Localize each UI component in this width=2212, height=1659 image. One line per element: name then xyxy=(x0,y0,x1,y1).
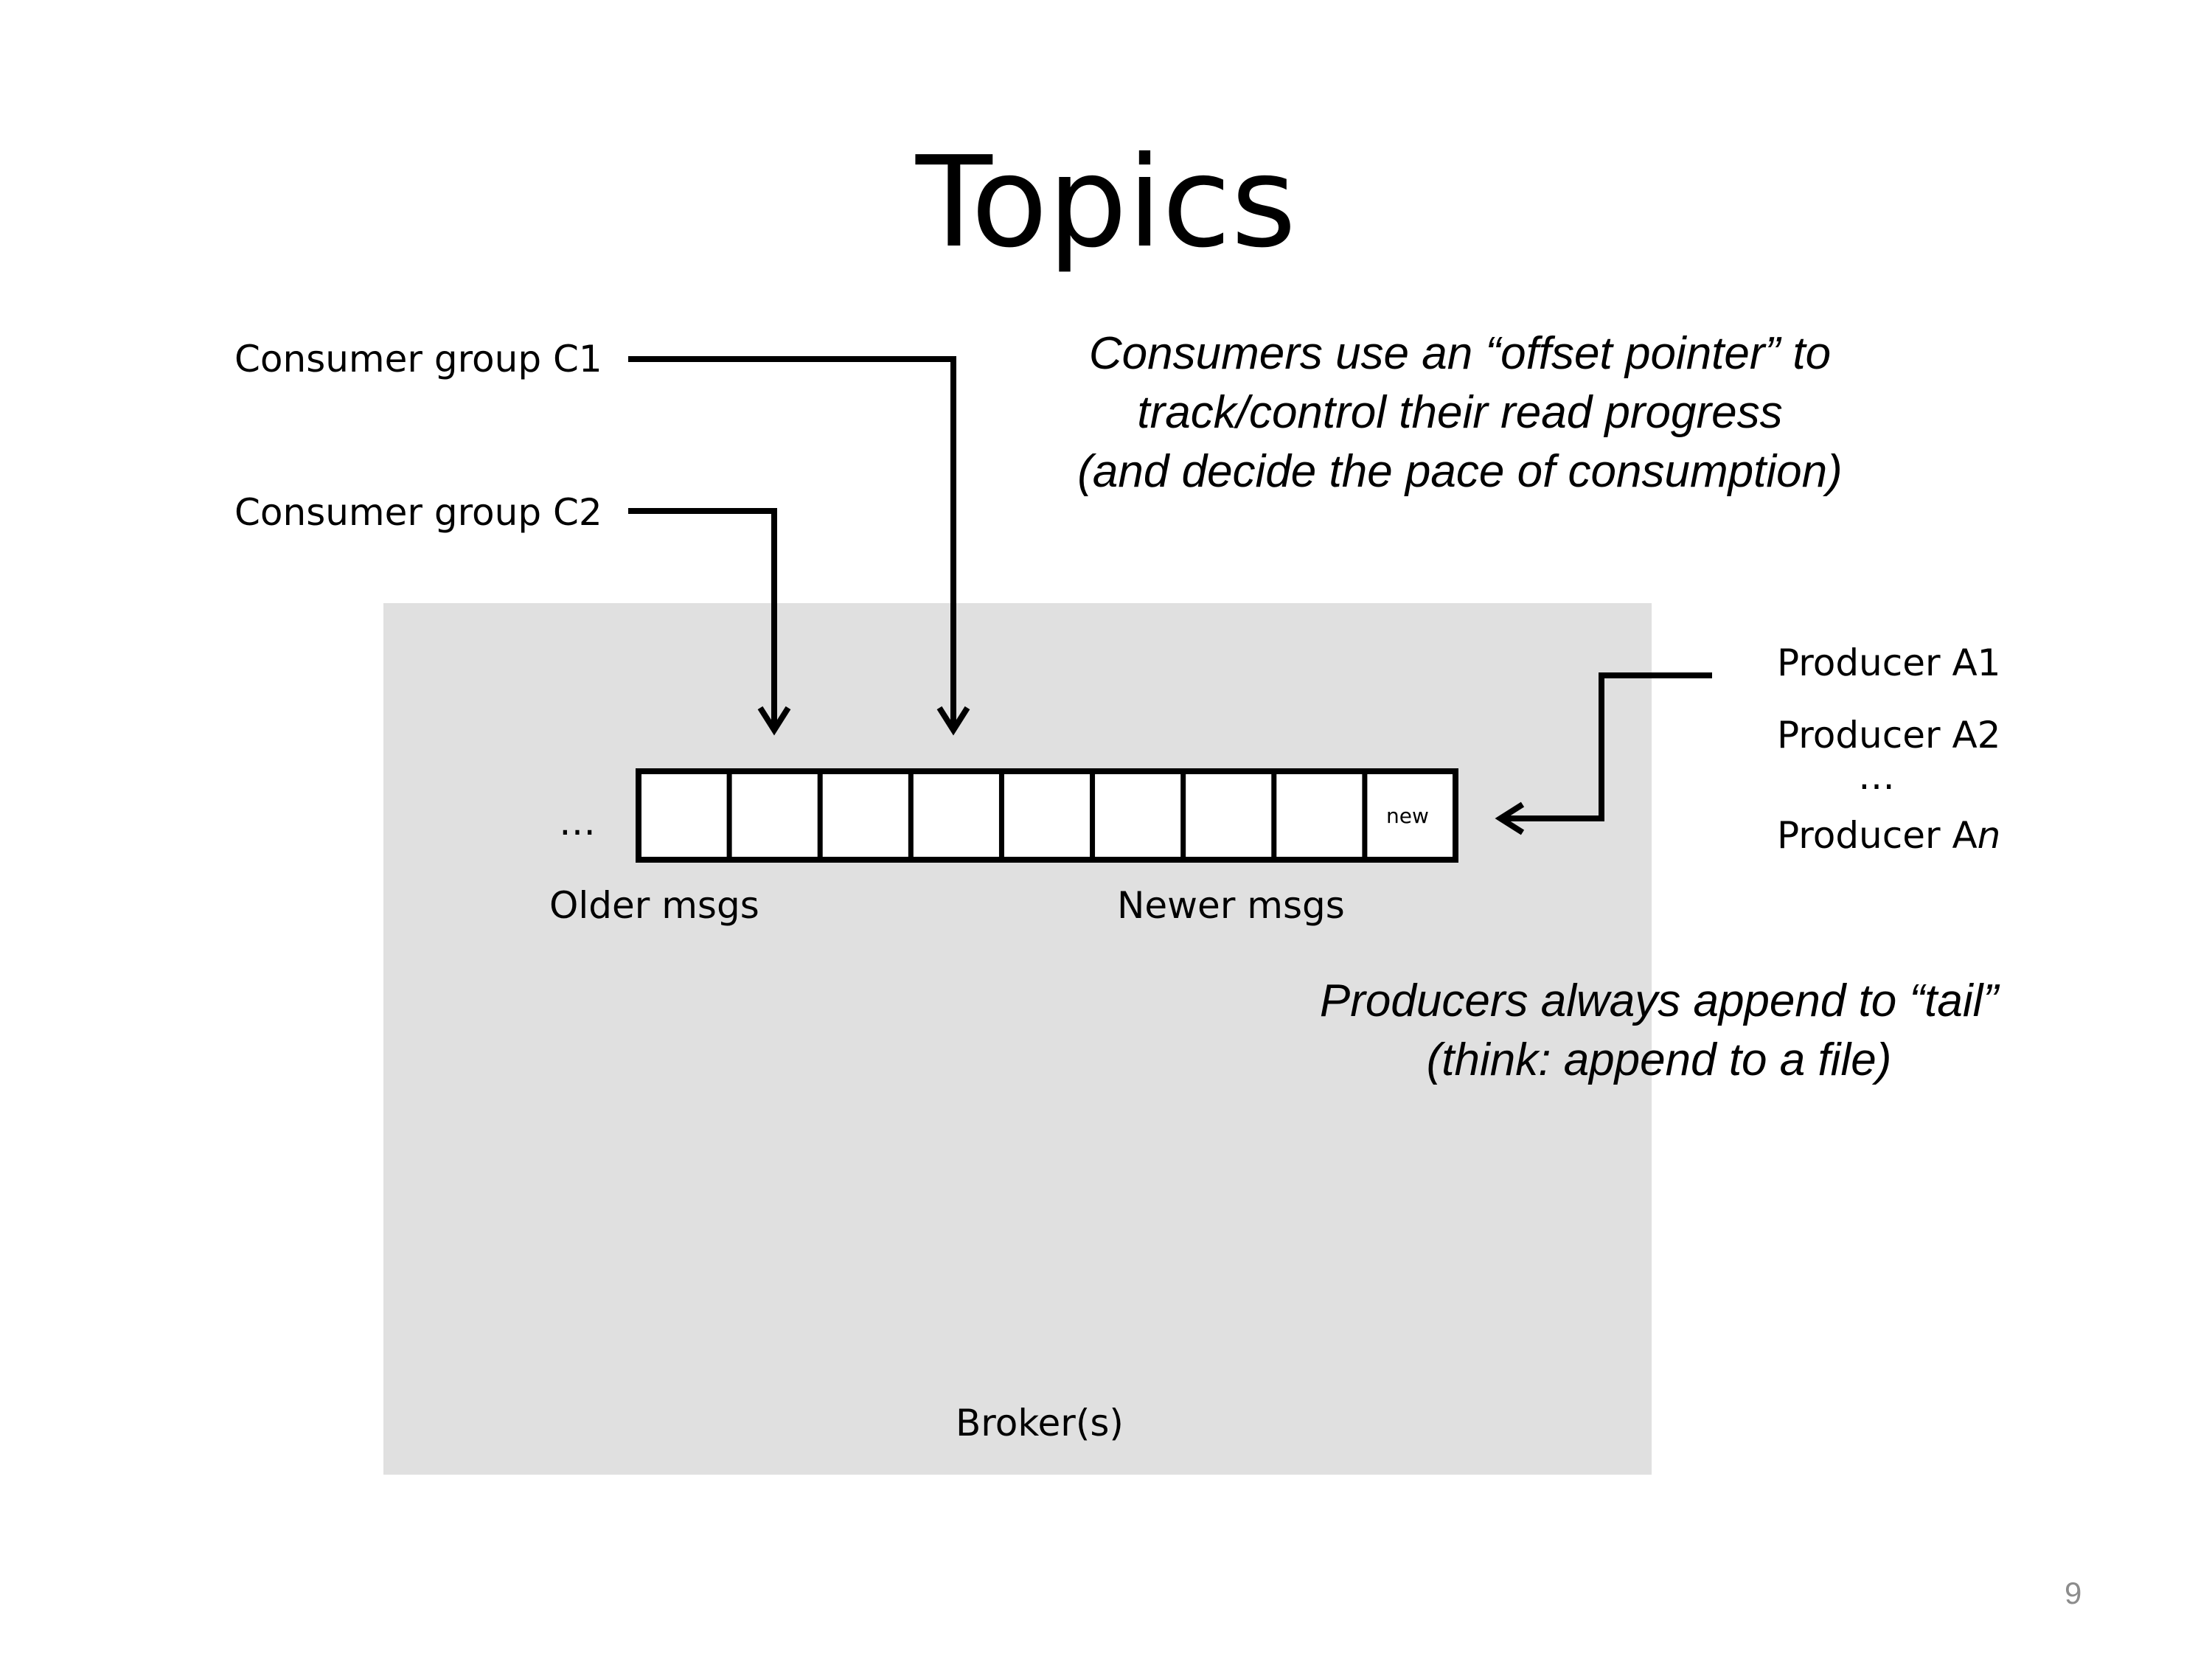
producer-note-line: (think: append to a file) xyxy=(1426,1034,1892,1085)
producer-ellipsis: … xyxy=(1858,755,1895,798)
consumer-c2-offset-arrow xyxy=(628,508,777,730)
consumer-group-c1-label: Consumer group C1 xyxy=(234,338,602,380)
consumer-c1-offset-arrow xyxy=(628,356,956,730)
consumer-note-line: track/control their read progress xyxy=(1137,387,1783,438)
producer-an-label: Producer An xyxy=(1777,817,2000,854)
consumer-c1-arrow-head xyxy=(936,706,970,736)
producer-an-prefix: Producer A xyxy=(1777,814,1978,857)
producer-note-line: Producers always append to “tail” xyxy=(1319,975,1999,1026)
newest-cell-label: new xyxy=(1386,804,1429,828)
consumer-note-line: Consumers use an “offset pointer” to xyxy=(1088,328,1832,379)
producer-a1-label: Producer A1 xyxy=(1777,641,2001,684)
producer-an-suffix: n xyxy=(1977,814,2001,857)
broker-label: Broker(s) xyxy=(956,1402,1124,1444)
consumer-note-line: (and decide the pace of consumption) xyxy=(1077,446,1843,497)
broker-panel xyxy=(383,603,1652,1475)
log-outline xyxy=(636,768,1458,863)
message-log xyxy=(636,768,1458,863)
consumer-group-c2-label: Consumer group C2 xyxy=(234,491,602,534)
consumer-offset-note: Consumers use an “offset pointer” to tra… xyxy=(959,324,1961,501)
slide-title: Topics xyxy=(915,130,1297,276)
log-leading-ellipsis: … xyxy=(559,801,596,844)
older-msgs-label: Older msgs xyxy=(549,884,759,927)
producer-a2-label: Producer A2 xyxy=(1777,714,2001,757)
page-number: 9 xyxy=(2065,1576,2082,1610)
consumer-c2-arrow-head xyxy=(757,706,791,736)
producer-append-arrow xyxy=(1500,672,1712,821)
newer-msgs-label: Newer msgs xyxy=(1117,884,1345,927)
producer-append-note: Producers always append to “tail” (think… xyxy=(1253,972,2065,1090)
producer-arrow-head xyxy=(1495,801,1525,835)
